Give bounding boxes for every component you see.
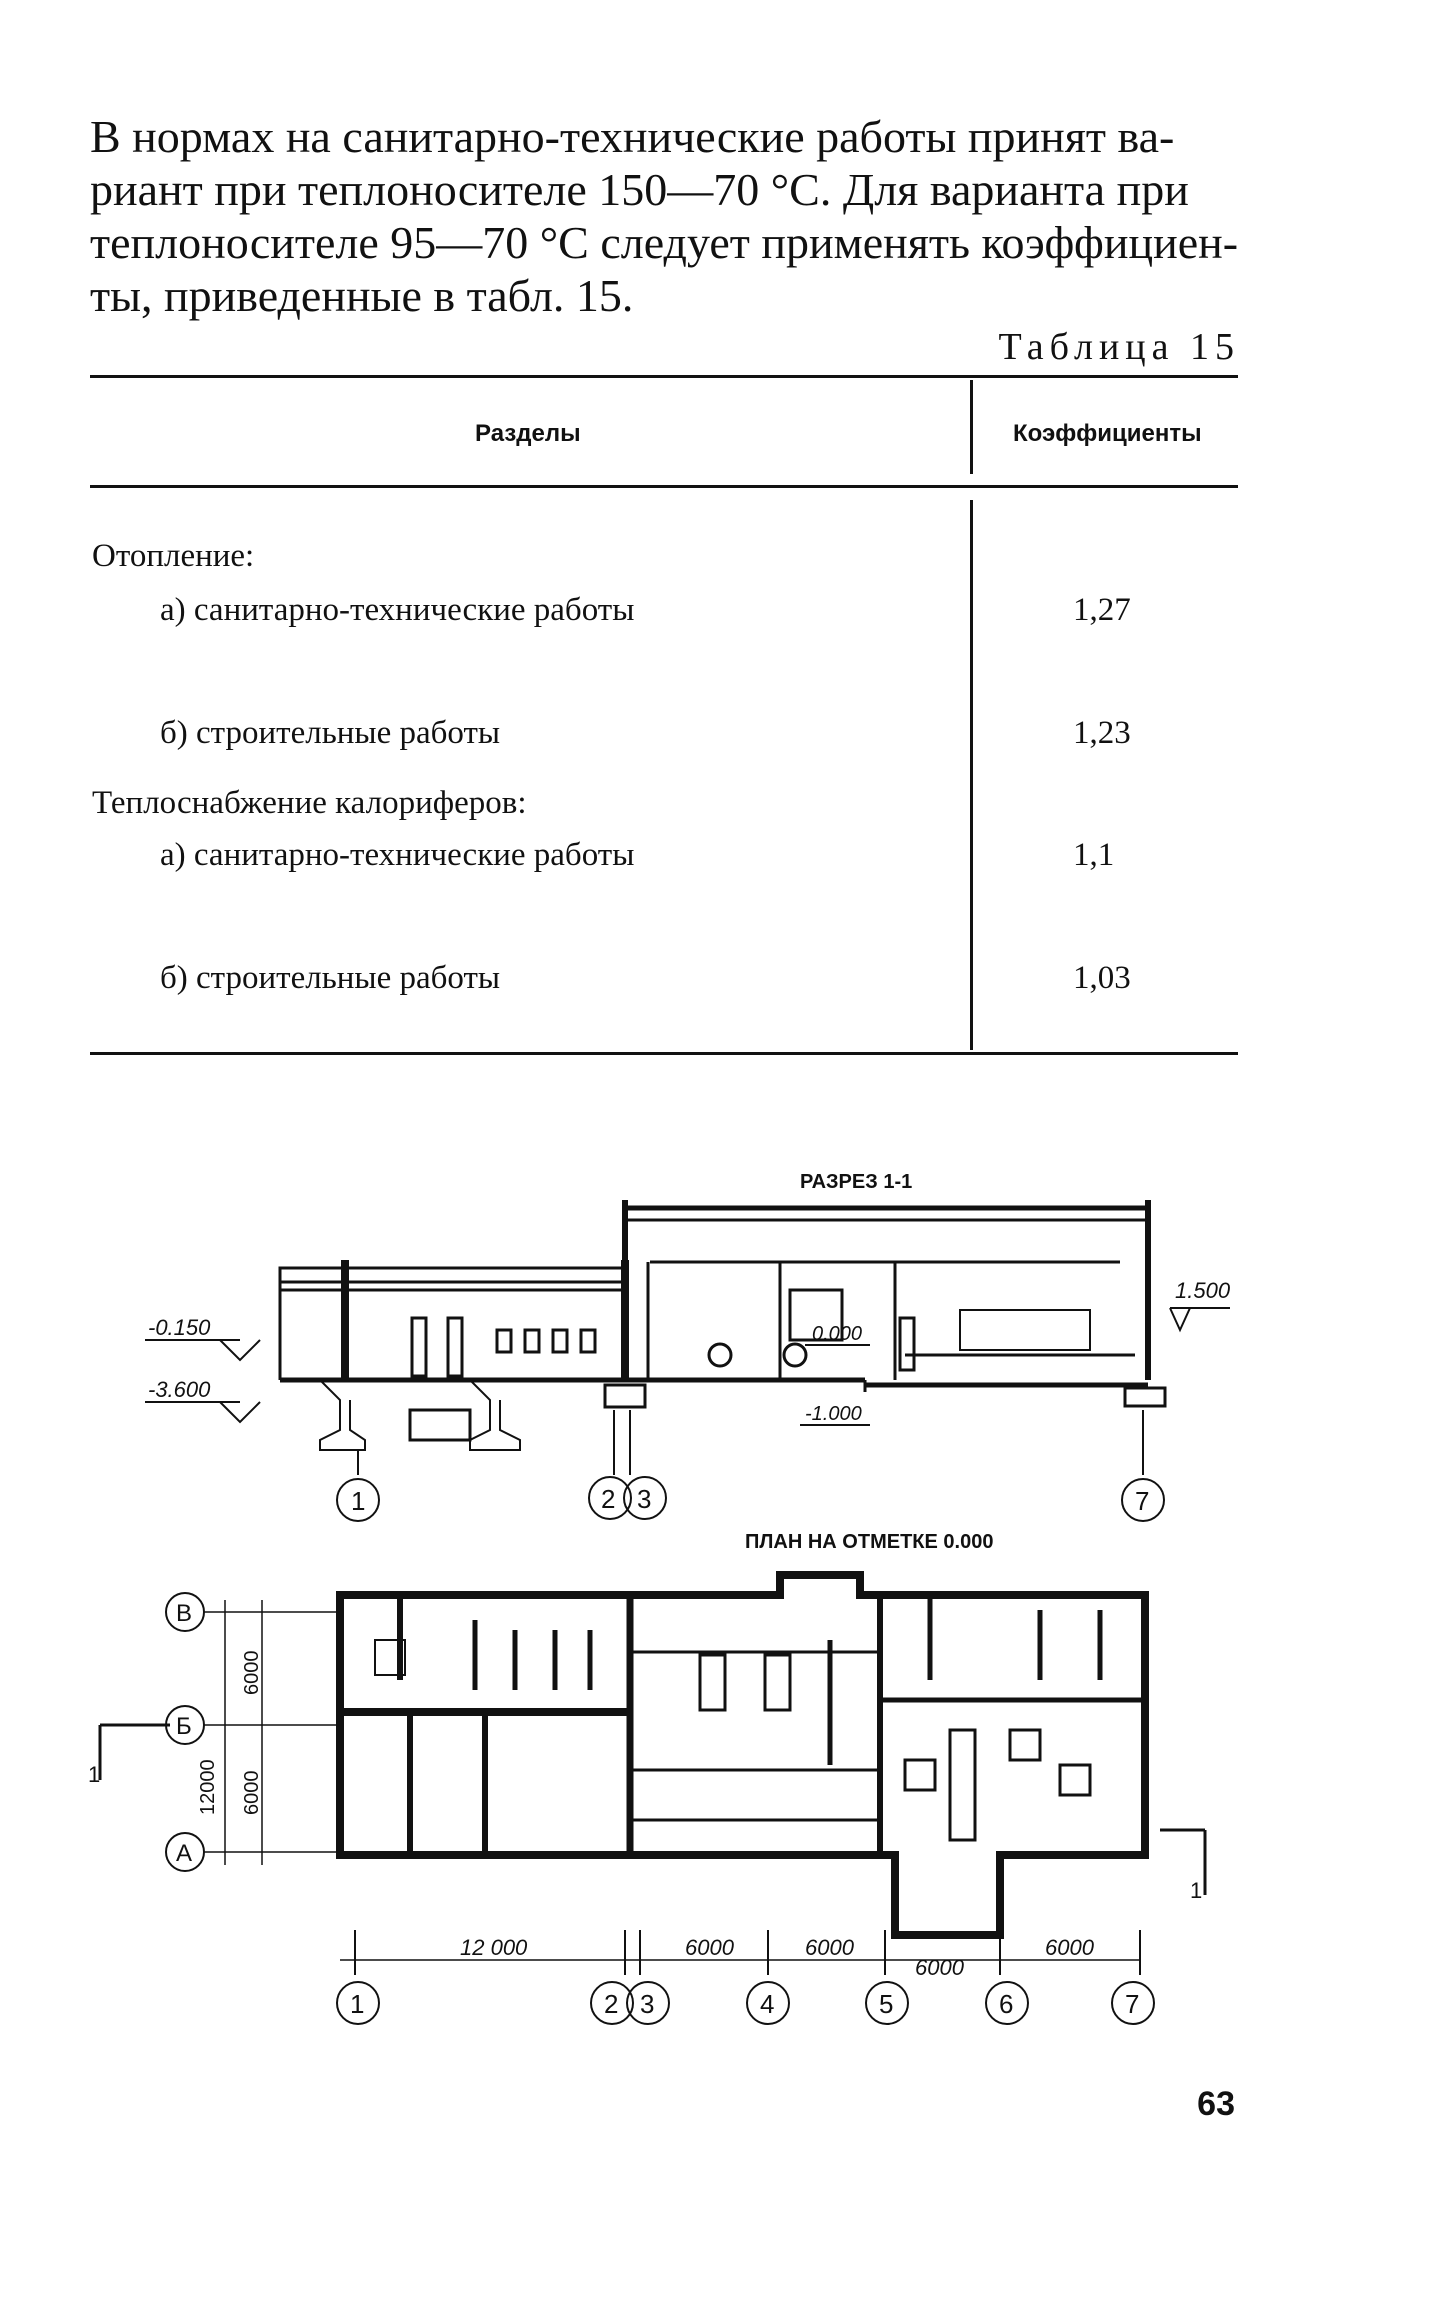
- paragraph-line: риант при теплоносителе 150—70 °С. Для в…: [90, 164, 1189, 215]
- table-row-label: б) строительные работы: [160, 715, 501, 751]
- table-row-label: б) строительные работы: [160, 960, 501, 996]
- row-dimension: 6000: [241, 1771, 263, 1816]
- table-row-label: а) санитарно-технические работы: [160, 837, 635, 873]
- table-header-rule: [90, 485, 1238, 488]
- elevation-label: -1.000: [805, 1403, 862, 1425]
- row-axis-label: Б: [176, 1713, 192, 1740]
- header-coefficients: Коэффициенты: [1013, 420, 1202, 447]
- table-bottom-rule: [90, 1052, 1238, 1055]
- elevation-label: 0.000: [812, 1323, 862, 1345]
- col-dimension: 6000: [1045, 1935, 1095, 1960]
- header-sections: Разделы: [475, 420, 581, 447]
- paragraph-line: В нормах на санитарно-технические работы…: [90, 111, 1175, 162]
- table-caption: Таблица 15: [998, 326, 1240, 368]
- page-number: 63: [1197, 2085, 1235, 2123]
- col-dimension: 12 000: [460, 1935, 528, 1960]
- table-row-label: Отопление:: [92, 538, 255, 574]
- table-row-label: а) санитарно-технические работы: [160, 592, 635, 628]
- col-axis-label: 3: [640, 1989, 654, 2019]
- row-axis-label: В: [176, 1600, 192, 1627]
- paragraph-line: теплоносителе 95—70 °С следует применять…: [90, 217, 1239, 268]
- section-title: РАЗРЕЗ 1-1: [800, 1171, 912, 1193]
- elevation-label: 1.500: [1175, 1278, 1231, 1303]
- col-dimension: 6000: [685, 1935, 735, 1960]
- row-dimension: 6000: [241, 1651, 263, 1696]
- intro-paragraph: В нормах на санитарно-технические работы…: [90, 110, 1240, 322]
- axis-label: 7: [1135, 1486, 1149, 1516]
- table-row-value: 1,1: [1073, 837, 1115, 873]
- col-axis-label: 7: [1125, 1989, 1139, 2019]
- col-axis-label: 4: [760, 1989, 774, 2019]
- col-axis-label: 6: [999, 1989, 1013, 2019]
- row-axis-label: А: [176, 1840, 192, 1867]
- col-axis-label: 1: [350, 1989, 364, 2019]
- table-header-divider: [970, 380, 973, 474]
- cut-mark: 1: [88, 1762, 100, 1787]
- table-row-value: 1,27: [1073, 592, 1131, 628]
- col-axis-label: 5: [879, 1989, 893, 2019]
- table-top-rule: [90, 375, 1238, 378]
- table-row-value: 1,03: [1073, 960, 1131, 996]
- col-dimension: 6000: [915, 1955, 965, 1980]
- plan-title: ПЛАН НА ОТМЕТКЕ 0.000: [745, 1531, 993, 1553]
- axis-label: 1: [351, 1486, 365, 1516]
- axis-label: 3: [637, 1484, 651, 1514]
- elevation-label: -3.600: [148, 1377, 211, 1402]
- cut-mark: 1: [1190, 1878, 1202, 1903]
- col-axis-label: 2: [604, 1989, 618, 2019]
- axis-label: 2: [601, 1484, 615, 1514]
- paragraph-line: ты, приведенные в табл. 15.: [90, 270, 634, 321]
- col-dimension: 6000: [805, 1935, 855, 1960]
- elevation-label: -0.150: [148, 1315, 211, 1340]
- table-body-divider: [970, 500, 973, 1050]
- table-row-label: Теплоснабжение калориферов:: [92, 785, 527, 821]
- table-row-value: 1,23: [1073, 715, 1131, 751]
- row-dimension: 12000: [197, 1759, 219, 1815]
